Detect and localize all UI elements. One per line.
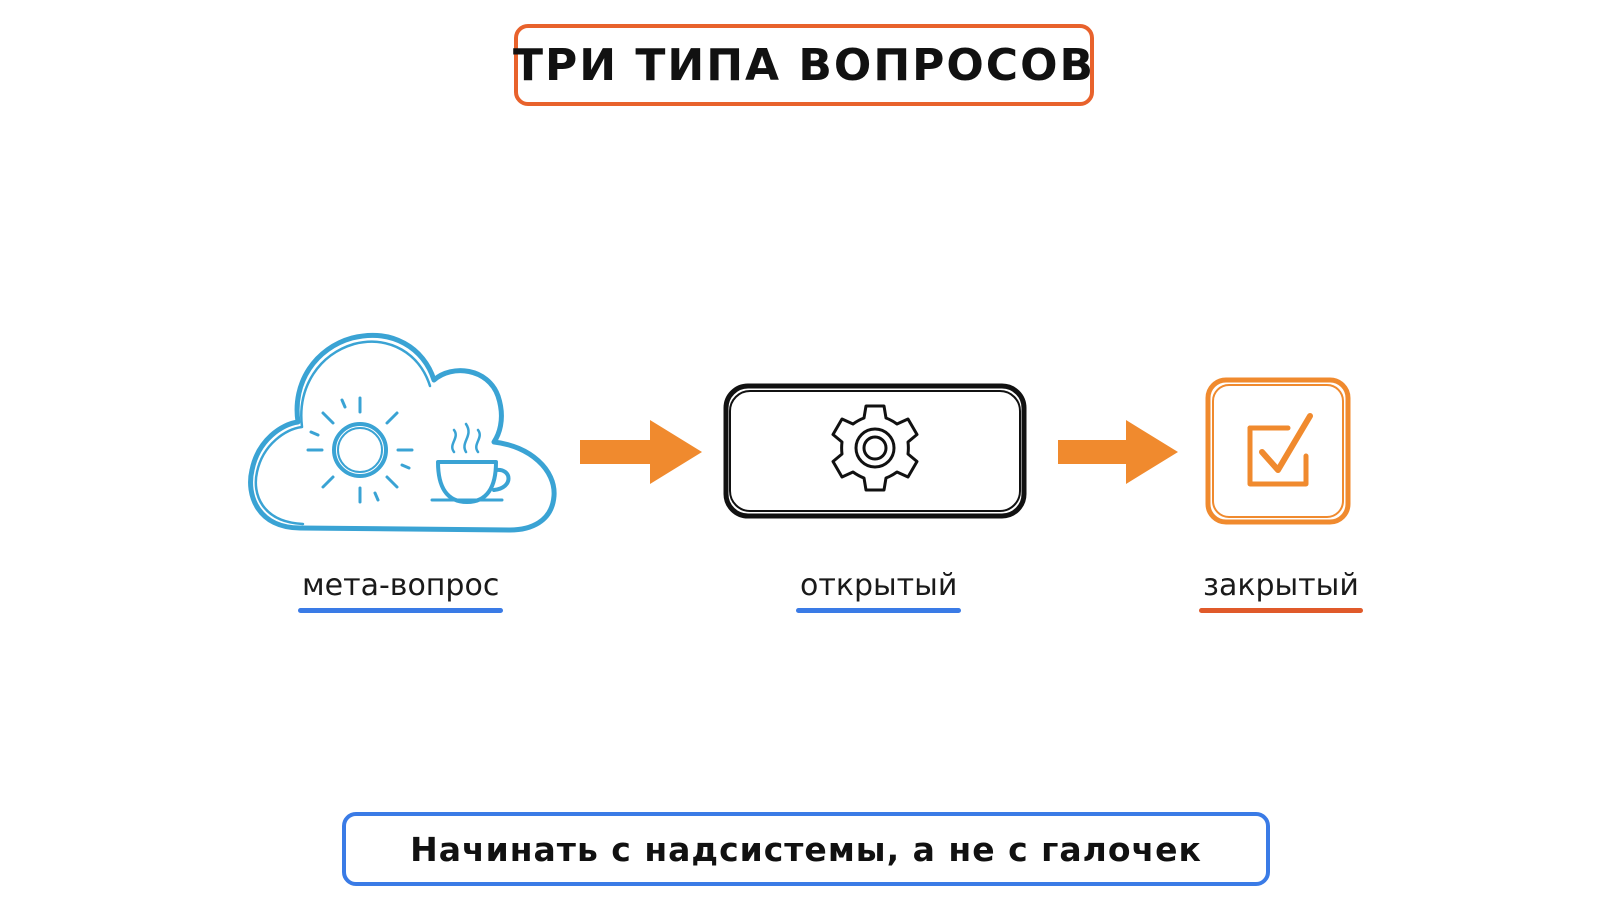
gear-icon — [831, 404, 919, 492]
node-label-meta: мета-вопрос — [298, 568, 504, 613]
page-title: ТРИ ТИПА ВОПРОСОВ — [512, 39, 1096, 91]
node-label-closed: закрытый — [1199, 568, 1363, 613]
underline — [1199, 608, 1363, 613]
arrow-right-icon — [580, 420, 702, 484]
gear-box — [723, 383, 1027, 519]
underline — [796, 608, 962, 613]
arrow-right-icon — [1058, 420, 1178, 484]
cloud-sun-coffee-icon — [248, 332, 557, 533]
checkbox-checked-icon — [1205, 377, 1351, 525]
node-label-open: открытый — [796, 568, 962, 613]
footer-box: Начинать с надсистемы, а не с галочек — [342, 812, 1270, 886]
footer-text: Начинать с надсистемы, а не с галочек — [410, 829, 1202, 869]
title-box: ТРИ ТИПА ВОПРОСОВ — [512, 24, 1096, 106]
underline — [298, 608, 504, 613]
